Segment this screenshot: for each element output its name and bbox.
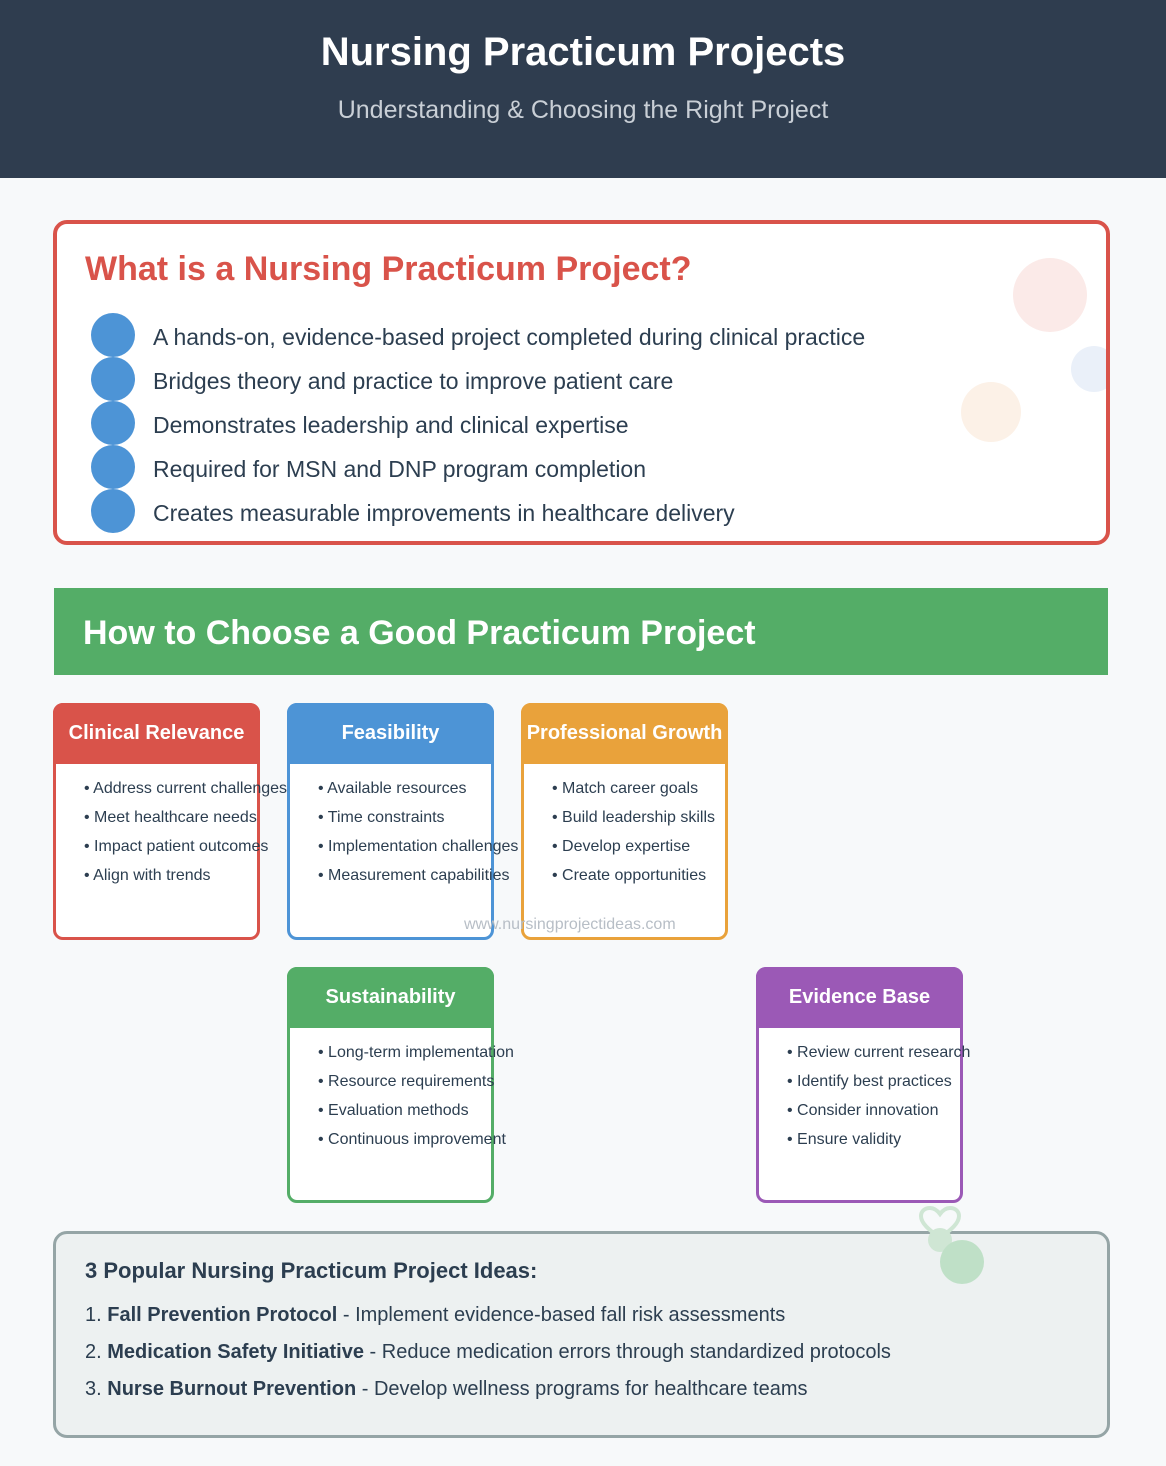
list-item: • Consider innovation <box>787 1102 939 1119</box>
card-title: Evidence Base <box>756 967 963 1028</box>
list-item: A hands-on, evidence-based project compl… <box>91 308 866 357</box>
watermark-url: www.nursingprojectideas.com <box>464 916 676 933</box>
list-item-text: Demonstrates leadership and clinical exp… <box>153 412 629 438</box>
list-item-text: Required for MSN and DNP program complet… <box>153 456 647 482</box>
list-item-text: Bridges theory and practice to improve p… <box>153 368 674 394</box>
header-banner: Nursing Practicum Projects Understanding… <box>0 0 1166 178</box>
how-to-choose-heading: How to Choose a Good Practicum Project <box>83 614 756 652</box>
project-ideas-heading: 3 Popular Nursing Practicum Project Idea… <box>85 1258 538 1283</box>
project-ideas-list: 1. Fall Prevention Protocol - Implement … <box>85 1302 891 1413</box>
card-list: • Long-term implementation • Resource re… <box>318 1042 514 1158</box>
bullet-dot-icon <box>91 313 135 357</box>
bullet-dot-icon <box>91 401 135 445</box>
list-item: • Develop expertise <box>552 838 691 855</box>
list-item-text: Creates measurable improvements in healt… <box>153 500 735 526</box>
card-feasibility: Feasibility • Available resources • Time… <box>287 703 518 940</box>
what-is-section: What is a Nursing Practicum Project? A h… <box>53 220 1110 545</box>
list-item: • Available resources <box>318 780 467 797</box>
card-list: • Review current research • Identify bes… <box>787 1042 970 1158</box>
list-item: • Meet healthcare needs <box>84 809 257 826</box>
list-item: 2. Medication Safety Initiative - Reduce… <box>85 1339 891 1376</box>
list-item: • Measurement capabilities <box>318 867 510 884</box>
list-item: • Evaluation methods <box>318 1102 469 1119</box>
card-professional-growth: Professional Growth • Match career goals… <box>521 703 728 940</box>
what-is-list: A hands-on, evidence-based project compl… <box>91 308 866 533</box>
list-item: • Review current research <box>787 1044 971 1061</box>
project-ideas-section: 3 Popular Nursing Practicum Project Idea… <box>53 1231 1110 1438</box>
list-item: • Ensure validity <box>787 1131 902 1148</box>
idea-name: Fall Prevention Protocol <box>107 1304 338 1326</box>
list-item: • Match career goals <box>552 780 699 797</box>
idea-number: 3. <box>85 1378 102 1400</box>
bullet-dot-icon <box>91 357 135 401</box>
list-item: • Time constraints <box>318 809 445 826</box>
list-item: 3. Nurse Burnout Prevention - Develop we… <box>85 1376 891 1413</box>
list-item: Bridges theory and practice to improve p… <box>91 352 865 401</box>
card-title: Professional Growth <box>521 703 728 764</box>
card-clinical-relevance: Clinical Relevance • Address current cha… <box>53 703 287 940</box>
idea-name: Nurse Burnout Prevention <box>107 1378 357 1400</box>
list-item: • Identify best practices <box>787 1073 952 1090</box>
list-item: • Resource requirements <box>318 1073 495 1090</box>
decorative-circle <box>1013 258 1087 332</box>
decorative-circle <box>940 1240 984 1284</box>
card-list: • Address current challenges • Meet heal… <box>84 778 287 894</box>
list-item: Creates measurable improvements in healt… <box>91 484 865 533</box>
page-subtitle: Understanding & Choosing the Right Proje… <box>337 96 829 124</box>
decorative-circle <box>961 382 1021 442</box>
card-title: Sustainability <box>287 967 494 1028</box>
list-item: • Impact patient outcomes <box>84 838 269 855</box>
card-list: • Available resources • Time constraints… <box>318 778 518 894</box>
heart-icon <box>918 1205 962 1241</box>
bullet-dot-icon <box>91 445 135 489</box>
list-item-text: A hands-on, evidence-based project compl… <box>153 324 866 350</box>
bullet-dot-icon <box>91 489 135 533</box>
card-evidence-base: Evidence Base • Review current research … <box>756 967 970 1203</box>
page-title: Nursing Practicum Projects <box>320 30 846 74</box>
list-item: • Implementation challenges <box>318 838 519 855</box>
list-item: Demonstrates leadership and clinical exp… <box>91 396 865 445</box>
list-item: 1. Fall Prevention Protocol - Implement … <box>85 1302 891 1339</box>
idea-description: - Implement evidence-based fall risk ass… <box>337 1304 786 1326</box>
card-sustainability: Sustainability • Long-term implementatio… <box>287 967 514 1203</box>
list-item: • Continuous improvement <box>318 1131 506 1148</box>
idea-description: - Reduce medication errors through stand… <box>363 1341 891 1363</box>
how-to-choose-banner: How to Choose a Good Practicum Project <box>54 588 1108 675</box>
card-title: Clinical Relevance <box>53 703 260 764</box>
what-is-heading: What is a Nursing Practicum Project? <box>85 250 692 288</box>
list-item: • Address current challenges <box>84 780 288 797</box>
card-list: • Match career goals • Build leadership … <box>552 778 715 894</box>
list-item: • Build leadership skills <box>552 809 716 826</box>
card-title: Feasibility <box>287 703 494 764</box>
decorative-circle <box>1071 346 1106 392</box>
idea-name: Medication Safety Initiative <box>107 1341 364 1363</box>
idea-description: - Develop wellness programs for healthca… <box>356 1378 808 1400</box>
idea-number: 1. <box>85 1304 102 1326</box>
idea-number: 2. <box>85 1341 102 1363</box>
list-item: Required for MSN and DNP program complet… <box>91 440 865 489</box>
list-item: • Create opportunities <box>552 867 707 884</box>
list-item: • Long-term implementation <box>318 1044 514 1061</box>
list-item: • Align with trends <box>84 867 211 884</box>
